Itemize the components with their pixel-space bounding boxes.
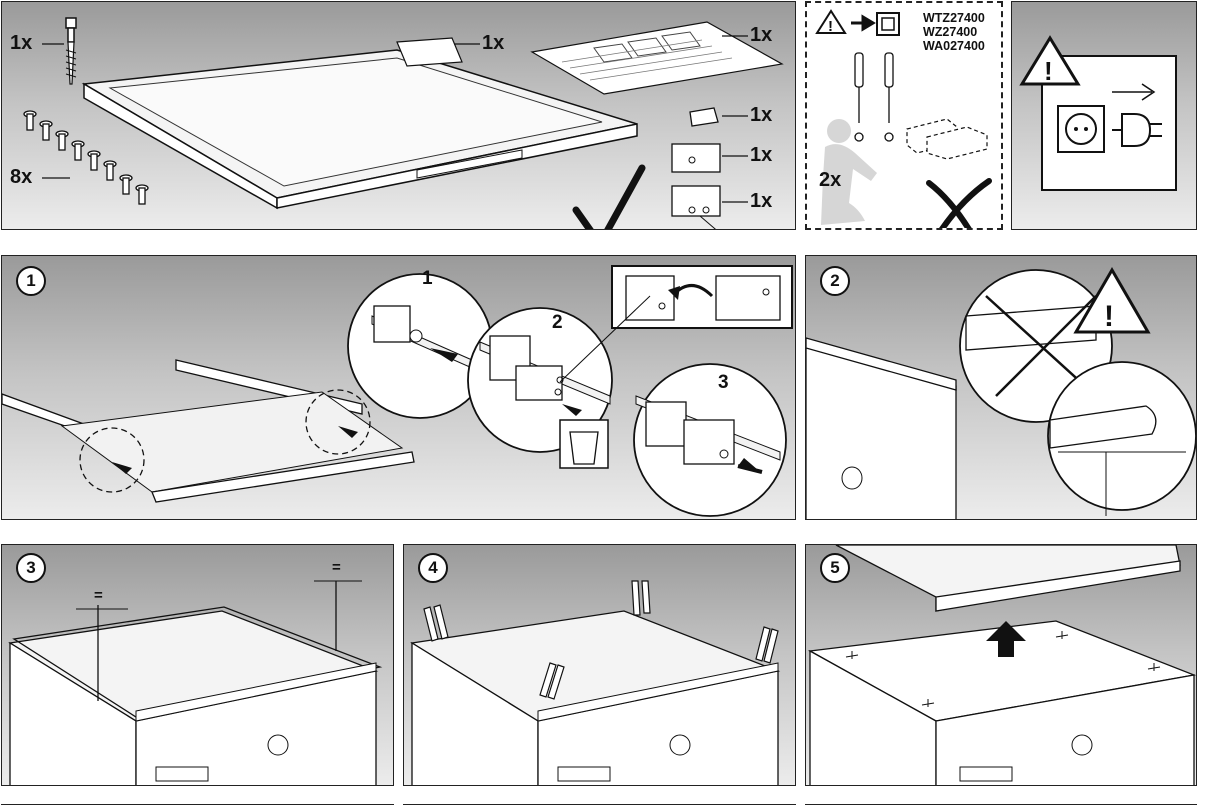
step-4-drawing <box>410 580 781 785</box>
warning-icon <box>1019 35 1081 86</box>
equal-gap-label: = <box>332 559 341 576</box>
screws-icon <box>23 110 149 205</box>
box-icon <box>906 118 988 160</box>
appliance-symbol-icon <box>876 12 900 36</box>
cross-icon <box>926 178 992 228</box>
person-icon <box>821 119 877 225</box>
step-1-panel: 1 1 2 3 <box>1 255 796 520</box>
pin-quantity: 1x <box>10 32 33 54</box>
next-panel-edge <box>805 804 1197 809</box>
step-3-panel: 3 = = <box>1 544 394 786</box>
bracket-swap-detail <box>611 265 793 329</box>
step-1-drawing <box>2 265 793 517</box>
people-quantity: 2x <box>819 169 842 191</box>
step-number-badge: 3 <box>16 553 46 583</box>
svg-text:!: ! <box>1104 300 1114 333</box>
socket-icon <box>1057 105 1105 153</box>
svg-text:!: ! <box>1044 56 1053 86</box>
svg-text:!: ! <box>828 18 833 35</box>
instruction-sheet-drawing <box>530 21 784 95</box>
clip-quantity: 1x <box>750 104 773 126</box>
plug-icon <box>1112 113 1162 147</box>
step-5-drawing <box>807 545 1196 785</box>
bracket-b-icon <box>671 185 721 217</box>
step-2-drawing: ! <box>806 267 1196 519</box>
step-number-badge: 4 <box>418 553 448 583</box>
arrow-right-icon <box>851 14 876 32</box>
tools-panel: ! WTZ27400 WZ27400 WA027400 2x <box>805 1 1003 230</box>
sheet-quantity: 1x <box>750 24 773 46</box>
next-panel-edge <box>403 804 796 809</box>
model-number: WA027400 <box>923 39 985 53</box>
unplug-drawing: ! <box>1019 35 1177 191</box>
step-3-drawing <box>8 580 383 785</box>
base-frame-drawing <box>81 37 638 210</box>
leveling-pin-icon <box>423 580 779 700</box>
detail-circle-1 <box>347 273 493 419</box>
step-number-badge: 1 <box>16 266 46 296</box>
detail-circle-2 <box>467 307 613 469</box>
leveling-pin-icon <box>65 17 77 85</box>
screwdriver-icon <box>854 52 894 142</box>
unplug-panel: ! <box>1011 1 1197 230</box>
step-5-panel: 5 <box>805 544 1197 786</box>
tools-drawing: ! <box>815 9 992 228</box>
detail-number: 3 <box>718 372 729 393</box>
detail-circle-3 <box>633 363 787 517</box>
equal-gap-label: = <box>94 587 103 604</box>
bracket-b-quantity: 1x <box>750 190 773 212</box>
detail-number: 2 <box>552 312 563 333</box>
trash-bin-icon <box>559 419 609 469</box>
model-number: WZ27400 <box>923 25 978 39</box>
detail-number: 1 <box>422 268 433 289</box>
step-4-panel: 4 <box>403 544 796 786</box>
warning-icon <box>1073 267 1151 334</box>
parts-drawing <box>23 17 784 229</box>
checkmark-icon <box>572 164 646 229</box>
frame-quantity: 1x <box>482 32 505 54</box>
model-number: WTZ27400 <box>923 11 985 25</box>
bracket-a-icon <box>671 143 721 173</box>
step-2-panel: ! 2 <box>805 255 1197 520</box>
clip-icon <box>689 107 719 127</box>
parts-panel: 1x 1x 1x 8x 1x 1x 1x <box>1 1 796 230</box>
next-panel-edge <box>1 804 394 809</box>
warning-icon <box>815 9 847 34</box>
arrow-right-icon <box>1112 83 1156 101</box>
bracket-a-quantity: 1x <box>750 144 773 166</box>
step-number-badge: 2 <box>820 266 850 296</box>
screws-quantity: 8x <box>10 166 33 188</box>
step-number-badge: 5 <box>820 553 850 583</box>
arrow-up-icon <box>986 621 1026 657</box>
